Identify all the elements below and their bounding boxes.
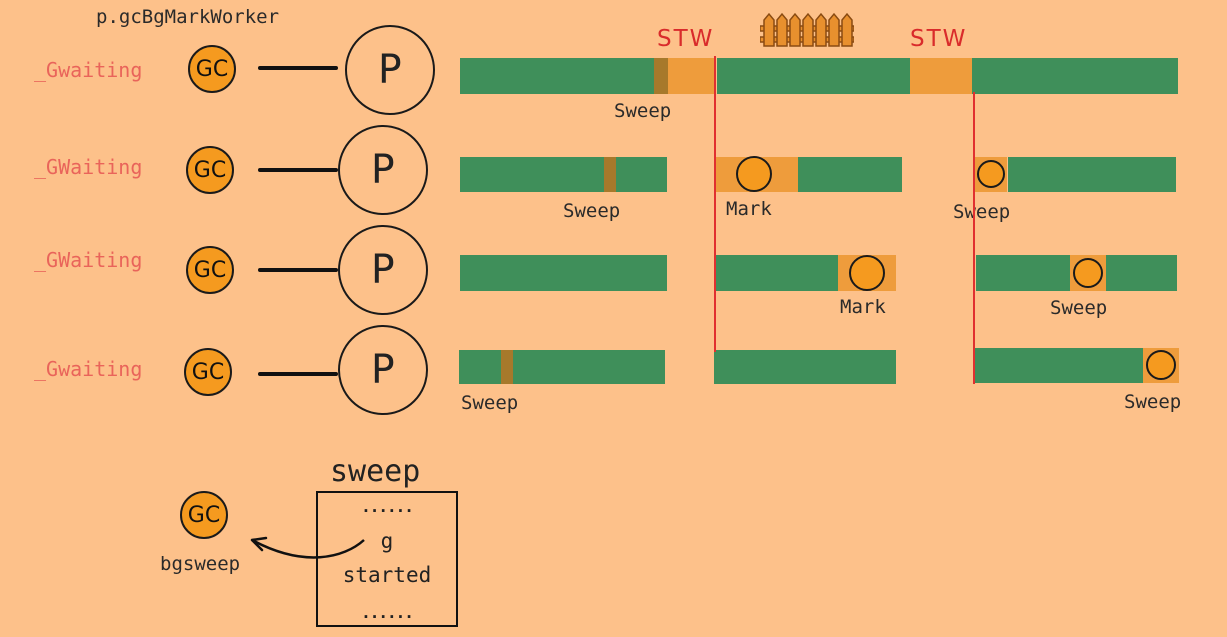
row-3-sweep-label: Sweep	[1050, 297, 1108, 319]
stw-line-1	[714, 56, 716, 352]
row-4-sweep-label-b: Sweep	[1124, 391, 1182, 413]
row-1-link-line	[258, 66, 338, 70]
stw-label-2: STW	[910, 26, 968, 52]
row-1-state: _Gwaiting	[34, 58, 143, 82]
row-1-p-circle: P	[345, 25, 435, 115]
row-1-stw-segment-b	[910, 58, 972, 94]
row-4-bar-b	[513, 350, 665, 384]
sweep-box-line-4: ......	[361, 603, 414, 622]
row-4-bar-c	[714, 350, 896, 384]
row-2-p-circle: P	[338, 125, 428, 215]
sweep-box-line-2: g	[380, 529, 394, 553]
sweep-box-line-3: started	[342, 563, 432, 587]
row-4-bar-d	[975, 348, 1143, 383]
row-4-state: _Gwaiting	[34, 357, 143, 381]
row-2-sweep-label-a: Sweep	[563, 200, 621, 222]
row-3-gc-circle: GC	[186, 246, 234, 294]
row-2-mark-label: Mark	[726, 198, 772, 220]
row-3-bar-b	[716, 255, 838, 291]
row-3-bar-c	[976, 255, 1070, 291]
row-3-bar-d	[1106, 255, 1177, 291]
row-3-link-line	[258, 268, 338, 272]
row-2-link-line	[258, 168, 338, 172]
row-4-p-circle: P	[338, 325, 428, 415]
arrow-to-gc-icon	[250, 536, 365, 559]
row-1-stw-segment-a	[668, 58, 716, 94]
bgsweep-gc-circle: GC	[180, 491, 228, 539]
row-2-mark-gc-dot	[736, 156, 772, 192]
row-2-bar-d	[1008, 157, 1176, 192]
bgsweep-label: bgsweep	[160, 553, 241, 575]
row-2-gc-circle: GC	[186, 146, 234, 194]
fence-icon	[760, 12, 854, 47]
row-2-sweep-gc-dot	[977, 160, 1005, 188]
sweep-title: sweep	[330, 454, 421, 489]
row-3-mark-label: Mark	[840, 296, 886, 318]
row-4-gc-circle: GC	[184, 348, 232, 396]
sweep-box-line-1: ......	[361, 497, 414, 516]
row-3-state: _GWaiting	[34, 248, 143, 272]
row-2-sweep-label-b: Sweep	[953, 201, 1011, 223]
row-2-bar-b	[616, 157, 667, 192]
row-4-link-line	[258, 372, 338, 376]
row-1-bar-a	[460, 58, 654, 94]
row-1-sweep-segment	[654, 58, 668, 94]
row-1-gc-circle: GC	[188, 45, 236, 93]
stw-line-2	[973, 92, 975, 384]
row-3-bar-a	[460, 255, 667, 291]
row-2-bar-a	[460, 157, 606, 192]
row-2-bar-c	[798, 157, 902, 192]
row-2-state: _GWaiting	[34, 155, 143, 179]
row-2-sweep-segment	[604, 157, 616, 192]
row-4-bar-a	[459, 350, 501, 384]
worker-label: p.gcBgMarkWorker	[96, 6, 280, 28]
row-1-bar-b	[717, 58, 910, 94]
row-3-p-circle: P	[338, 225, 428, 315]
row-4-sweep-segment	[501, 350, 513, 384]
row-3-mark-gc-dot	[849, 255, 885, 291]
row-1-bar-c	[972, 58, 1178, 94]
row-3-sweep-gc-dot	[1073, 258, 1103, 288]
sweep-box: ...... g started ......	[316, 491, 458, 627]
row-1-sweep-label: Sweep	[614, 100, 672, 122]
stw-label-1: STW	[657, 26, 715, 52]
row-4-sweep-gc-dot	[1146, 350, 1176, 380]
row-4-sweep-label-a: Sweep	[461, 392, 519, 414]
